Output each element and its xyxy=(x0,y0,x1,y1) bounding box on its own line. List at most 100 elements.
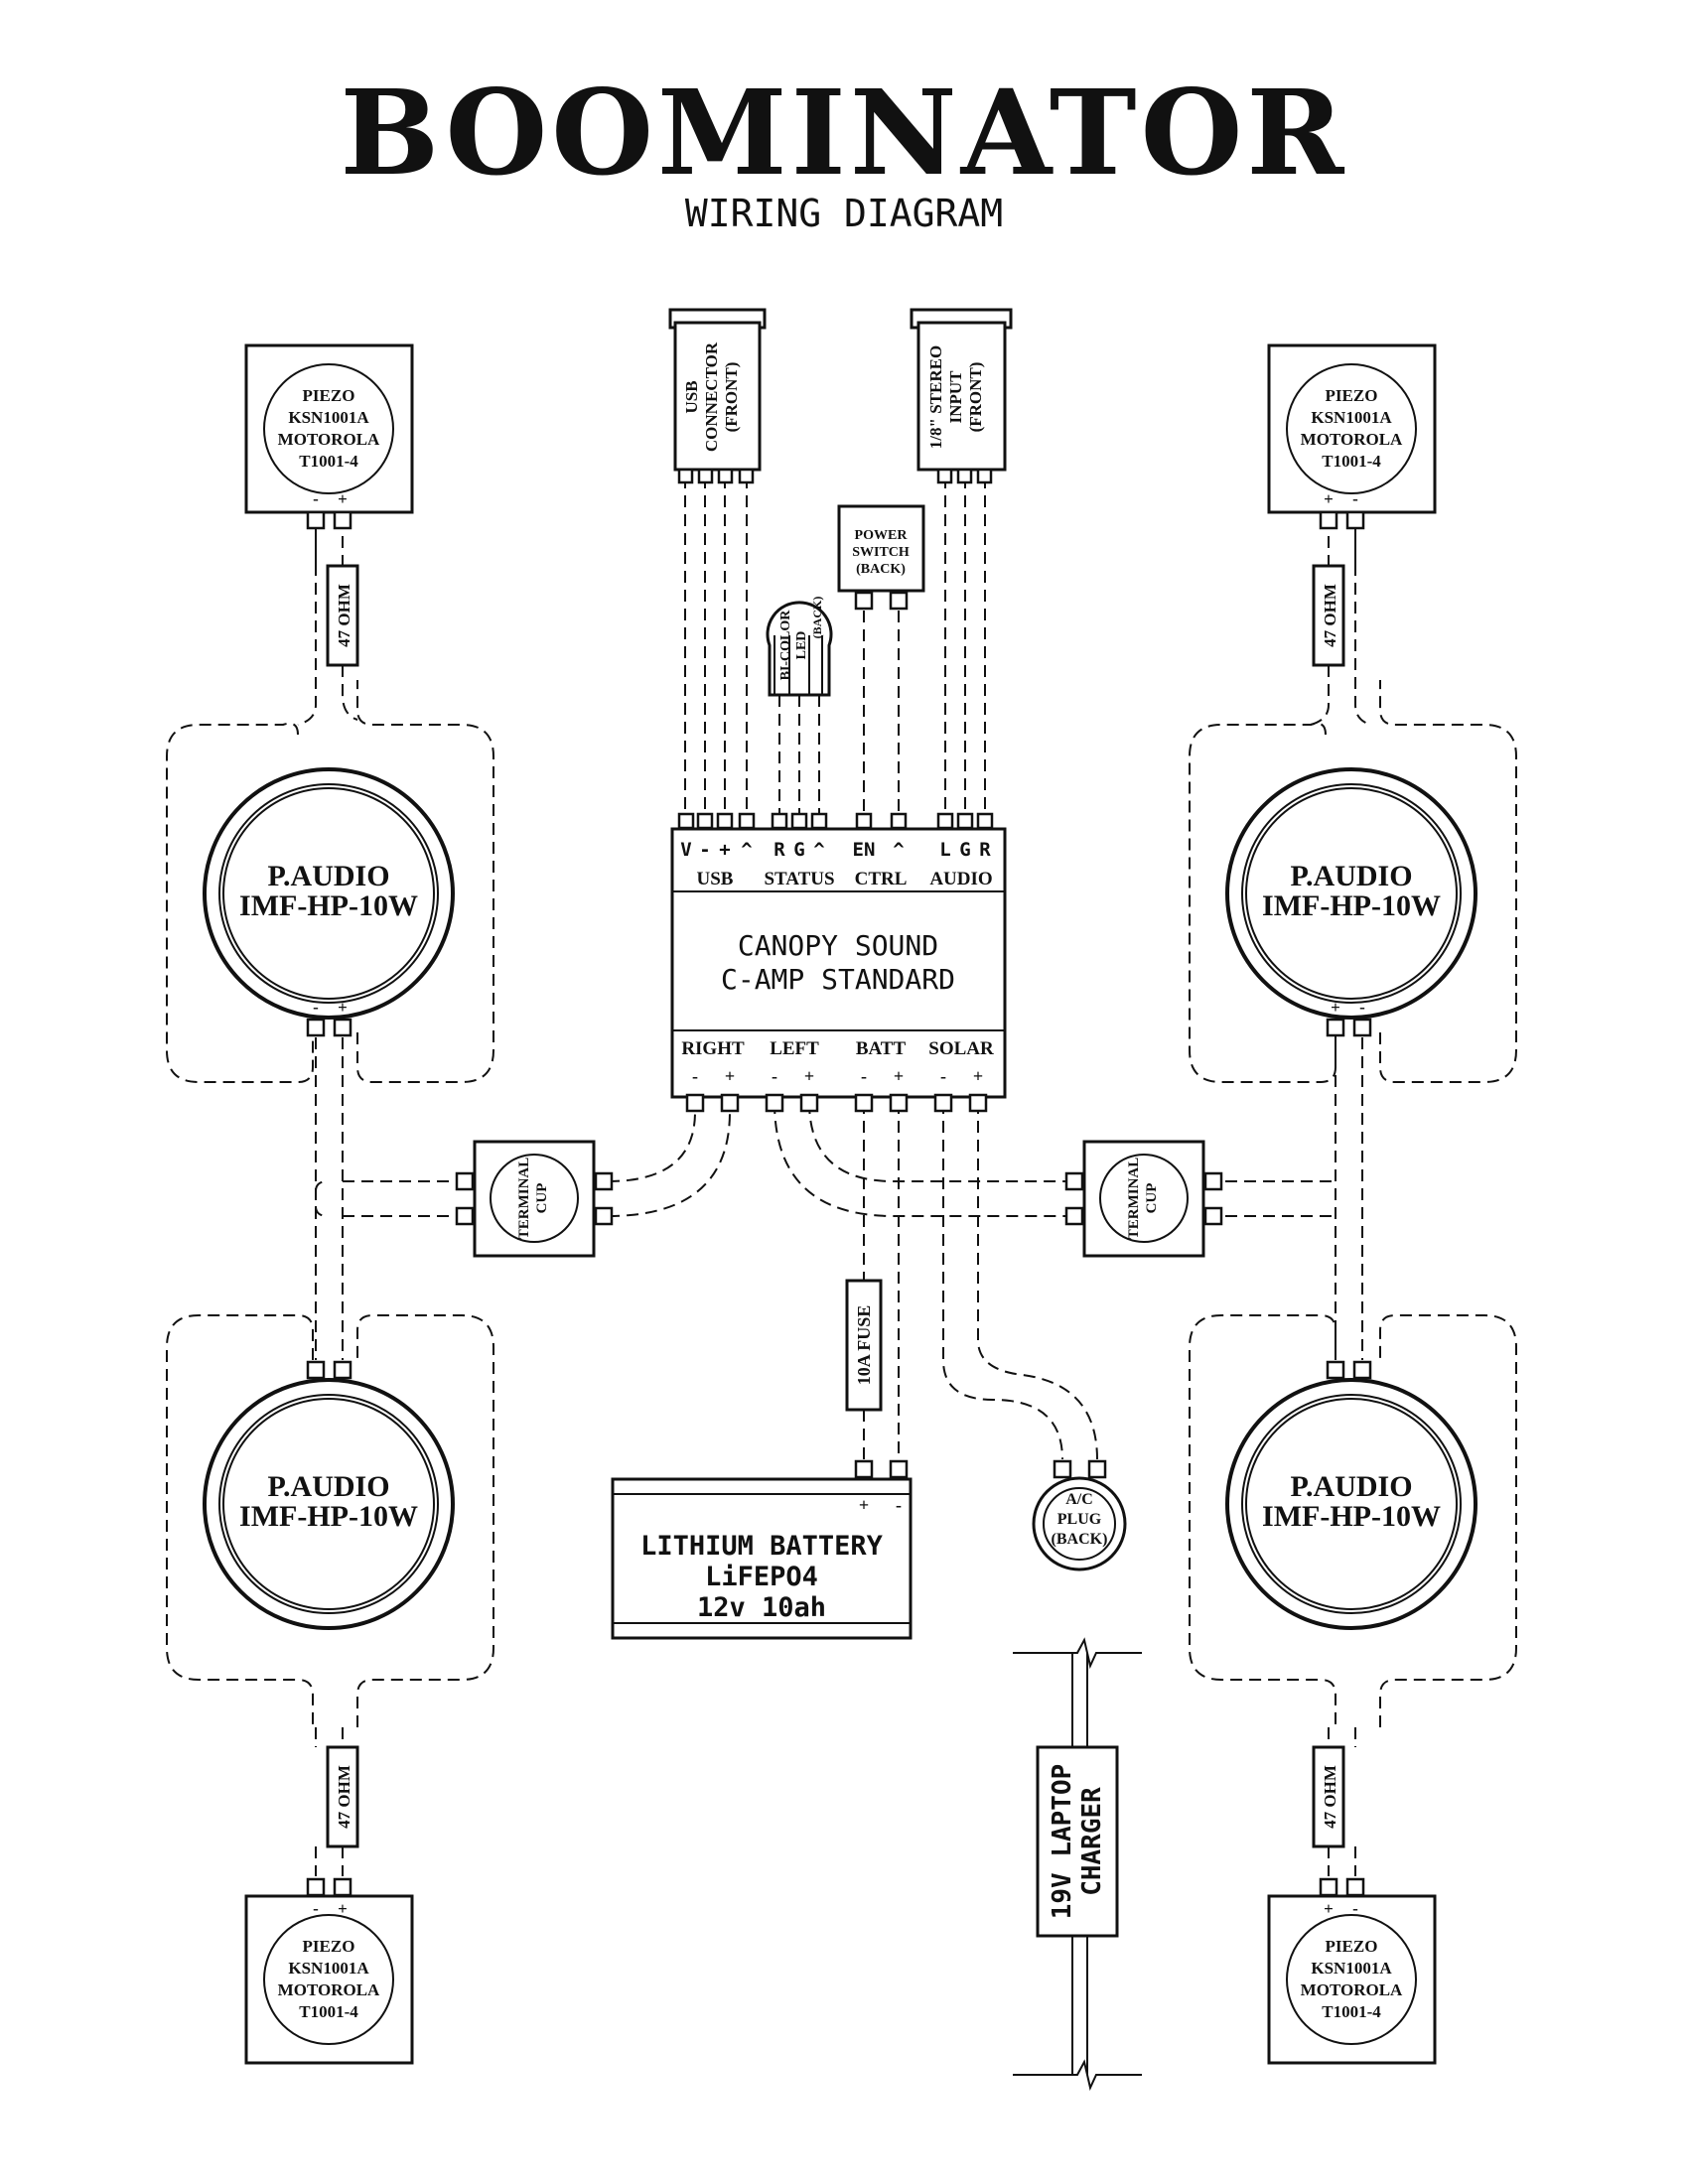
polarity-plus: + xyxy=(338,998,348,1017)
amp-pin-label: G xyxy=(959,839,970,861)
power-switch-label: SWITCH xyxy=(852,545,910,560)
piezo-line: T1001-4 xyxy=(299,2002,358,2021)
stereo-label: (FRONT) xyxy=(966,362,985,433)
polarity-plus: + xyxy=(725,1066,735,1086)
diagram-title: BOOMINATOR xyxy=(341,64,1348,202)
amp-group-solar: SOLAR xyxy=(928,1038,994,1059)
usb-label: (FRONT) xyxy=(722,362,741,433)
amp-pin-label: L xyxy=(939,839,950,861)
ac-plug: A/C PLUG (BACK) xyxy=(1032,1459,1127,1571)
speaker-model: IMF-HP-10W xyxy=(239,1500,418,1533)
amp-name: CANOPY SOUND xyxy=(738,929,938,962)
piezo-line: KSN1001A xyxy=(288,1959,369,1978)
speaker-top-left: P.AUDIO IMF-HP-10W - + xyxy=(203,767,455,1037)
terminal-cup-left: TERMINAL CUP xyxy=(455,1140,614,1258)
power-switch-label: (BACK) xyxy=(856,562,906,577)
amp-model: C-AMP STANDARD xyxy=(721,963,955,996)
amp-pin-label: ^ xyxy=(893,839,904,861)
polarity-plus: + xyxy=(1331,998,1340,1017)
led-label: (BACK) xyxy=(810,597,824,639)
piezo-line: MOTOROLA xyxy=(1301,1980,1403,1999)
resistor-label: 47 OHM xyxy=(1321,1765,1339,1829)
terminal-cup-label: TERMINAL xyxy=(516,1158,532,1240)
speaker-model: IMF-HP-10W xyxy=(1262,1500,1441,1533)
amp-group-usb: USB xyxy=(697,869,734,889)
polarity-plus: + xyxy=(894,1066,904,1086)
piezo-line: KSN1001A xyxy=(1311,1959,1392,1978)
bi-color-led: BI-COLOR LED (BACK) xyxy=(766,597,833,697)
piezo-line: MOTOROLA xyxy=(278,1980,380,1999)
piezo-top-left: PIEZO KSN1001A MOTOROLA T1001-4 - + xyxy=(244,343,414,530)
piezo-line: KSN1001A xyxy=(1311,408,1392,427)
polarity-plus: + xyxy=(1324,489,1334,508)
amplifier: V - + ^ R G ^ EN ^ L G R USB STATUS CTRL… xyxy=(670,812,1007,1113)
speaker-enclosure-top-left xyxy=(166,680,494,1083)
piezo-line: PIEZO xyxy=(303,386,355,405)
amp-group-batt: BATT xyxy=(856,1038,907,1059)
piezo-top-right: PIEZO KSN1001A MOTOROLA T1001-4 + - xyxy=(1267,343,1437,530)
polarity-minus: - xyxy=(1352,489,1358,508)
terminal-cup-label: CUP xyxy=(1144,1183,1160,1214)
piezo-line: T1001-4 xyxy=(299,452,358,471)
polarity-plus: + xyxy=(973,1066,983,1086)
polarity-plus: + xyxy=(338,1899,348,1918)
polarity-minus: - xyxy=(772,1066,777,1086)
piezo-line: T1001-4 xyxy=(1322,452,1381,471)
polarity-minus: - xyxy=(313,998,319,1017)
polarity-minus: - xyxy=(1352,1899,1358,1918)
speaker-brand: P.AUDIO xyxy=(267,860,389,892)
polarity-minus: - xyxy=(861,1066,867,1086)
led-label: LED xyxy=(794,631,809,660)
amp-group-audio: AUDIO xyxy=(929,869,992,889)
laptop-charger: 19V LAPTOP CHARGER xyxy=(1013,1637,1142,2092)
amp-pin-label: R xyxy=(774,839,785,861)
amp-pin-label: ^ xyxy=(813,839,824,861)
resistor-top-left: 47 OHM xyxy=(326,564,359,667)
wiring-dashed xyxy=(297,477,1371,1876)
amp-group-right: RIGHT xyxy=(681,1038,745,1059)
ac-plug-label: A/C xyxy=(1065,1491,1093,1508)
resistor-top-right: 47 OHM xyxy=(1312,564,1345,667)
piezo-line: PIEZO xyxy=(1326,1937,1378,1956)
speaker-bottom-left: - + P.AUDIO IMF-HP-10W xyxy=(203,1360,455,1630)
terminal-cup-label: TERMINAL xyxy=(1126,1158,1142,1240)
piezo-line: KSN1001A xyxy=(288,408,369,427)
polarity-minus: - xyxy=(692,1066,698,1086)
speaker-brand: P.AUDIO xyxy=(1290,860,1412,892)
polarity-minus: - xyxy=(940,1066,946,1086)
amp-bottom-terminals xyxy=(685,1093,988,1113)
amp-pin-label: R xyxy=(979,839,991,861)
terminal-cup-label: CUP xyxy=(534,1183,550,1214)
amp-pin-label: ^ xyxy=(741,839,752,861)
stereo-label: INPUT xyxy=(946,370,965,424)
battery-label: LITHIUM BATTERY xyxy=(640,1531,884,1562)
resistor-label: 47 OHM xyxy=(1321,584,1339,647)
speaker-brand: P.AUDIO xyxy=(1290,1470,1412,1503)
amp-group-ctrl: CTRL xyxy=(855,869,908,889)
power-switch: POWER SWITCH (BACK) xyxy=(837,504,925,611)
speaker-model: IMF-HP-10W xyxy=(1262,889,1441,922)
speaker-enclosure-top-right xyxy=(1189,680,1517,1083)
polarity-minus: - xyxy=(896,1495,902,1515)
polarity-minus: - xyxy=(313,489,319,508)
charger-label: 19V LAPTOP xyxy=(1048,1764,1077,1920)
stereo-label: 1/8" STEREO xyxy=(926,345,945,449)
piezo-line: MOTOROLA xyxy=(1301,430,1403,449)
terminal-cup-right: TERMINAL CUP xyxy=(1064,1140,1223,1258)
amp-pin-label: EN xyxy=(853,839,876,861)
power-switch-label: POWER xyxy=(855,528,909,543)
usb-connector: USB CONNECTOR (FRONT) xyxy=(668,308,767,484)
amp-top-terminals xyxy=(677,812,994,830)
piezo-bottom-right: + - PIEZO KSN1001A MOTOROLA T1001-4 xyxy=(1267,1877,1437,2065)
usb-label: CONNECTOR xyxy=(702,341,721,452)
speaker-enclosure-bottom-left xyxy=(166,1314,494,1727)
amp-pin-label: - xyxy=(699,839,710,861)
amp-group-left: LEFT xyxy=(770,1038,819,1059)
speaker-enclosure-bottom-right xyxy=(1189,1314,1517,1727)
ac-plug-label: PLUG xyxy=(1057,1511,1102,1528)
usb-label: USB xyxy=(682,380,701,413)
resistor-label: 47 OHM xyxy=(335,584,353,647)
amp-group-status: STATUS xyxy=(764,869,834,889)
speaker-bottom-right: + - P.AUDIO IMF-HP-10W xyxy=(1225,1360,1477,1630)
fuse-label: 10A FUSE xyxy=(854,1305,874,1386)
